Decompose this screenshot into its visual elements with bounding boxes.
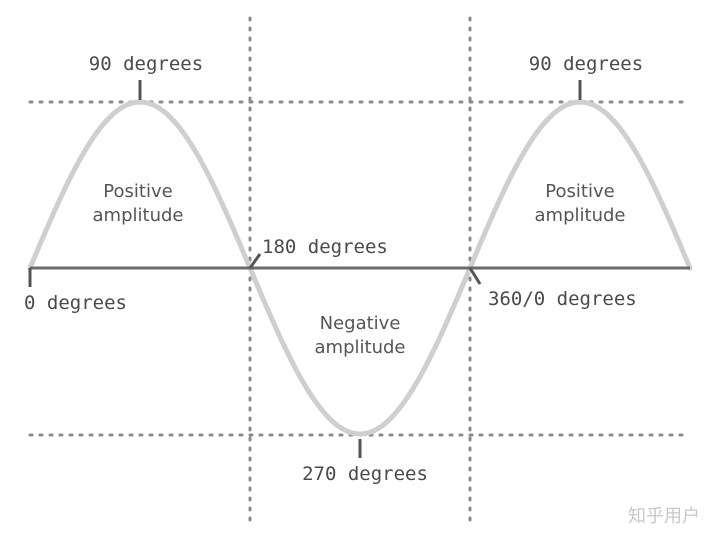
- region-positive-right-line2: amplitude: [535, 205, 626, 226]
- region-positive-left-line2: amplitude: [93, 205, 184, 226]
- label-360-degrees: 360/0 degrees: [488, 288, 637, 310]
- label-90-left: 90 degrees: [89, 53, 203, 75]
- region-positive-right-line1: Positive: [545, 181, 614, 202]
- tick-360: [468, 267, 482, 285]
- label-90-right: 90 degrees: [529, 53, 643, 75]
- region-negative-line1: Negative: [320, 313, 401, 334]
- region-positive-left-line1: Positive: [103, 181, 172, 202]
- label-0-degrees: 0 degrees: [24, 292, 127, 314]
- sine-wave: [27, 99, 693, 437]
- label-270-degrees: 270 degrees: [302, 463, 428, 485]
- label-180-degrees: 180 degrees: [262, 236, 388, 258]
- watermark: 知乎用户: [628, 506, 700, 527]
- region-negative-line2: amplitude: [315, 337, 406, 358]
- tick-180: [248, 253, 262, 269]
